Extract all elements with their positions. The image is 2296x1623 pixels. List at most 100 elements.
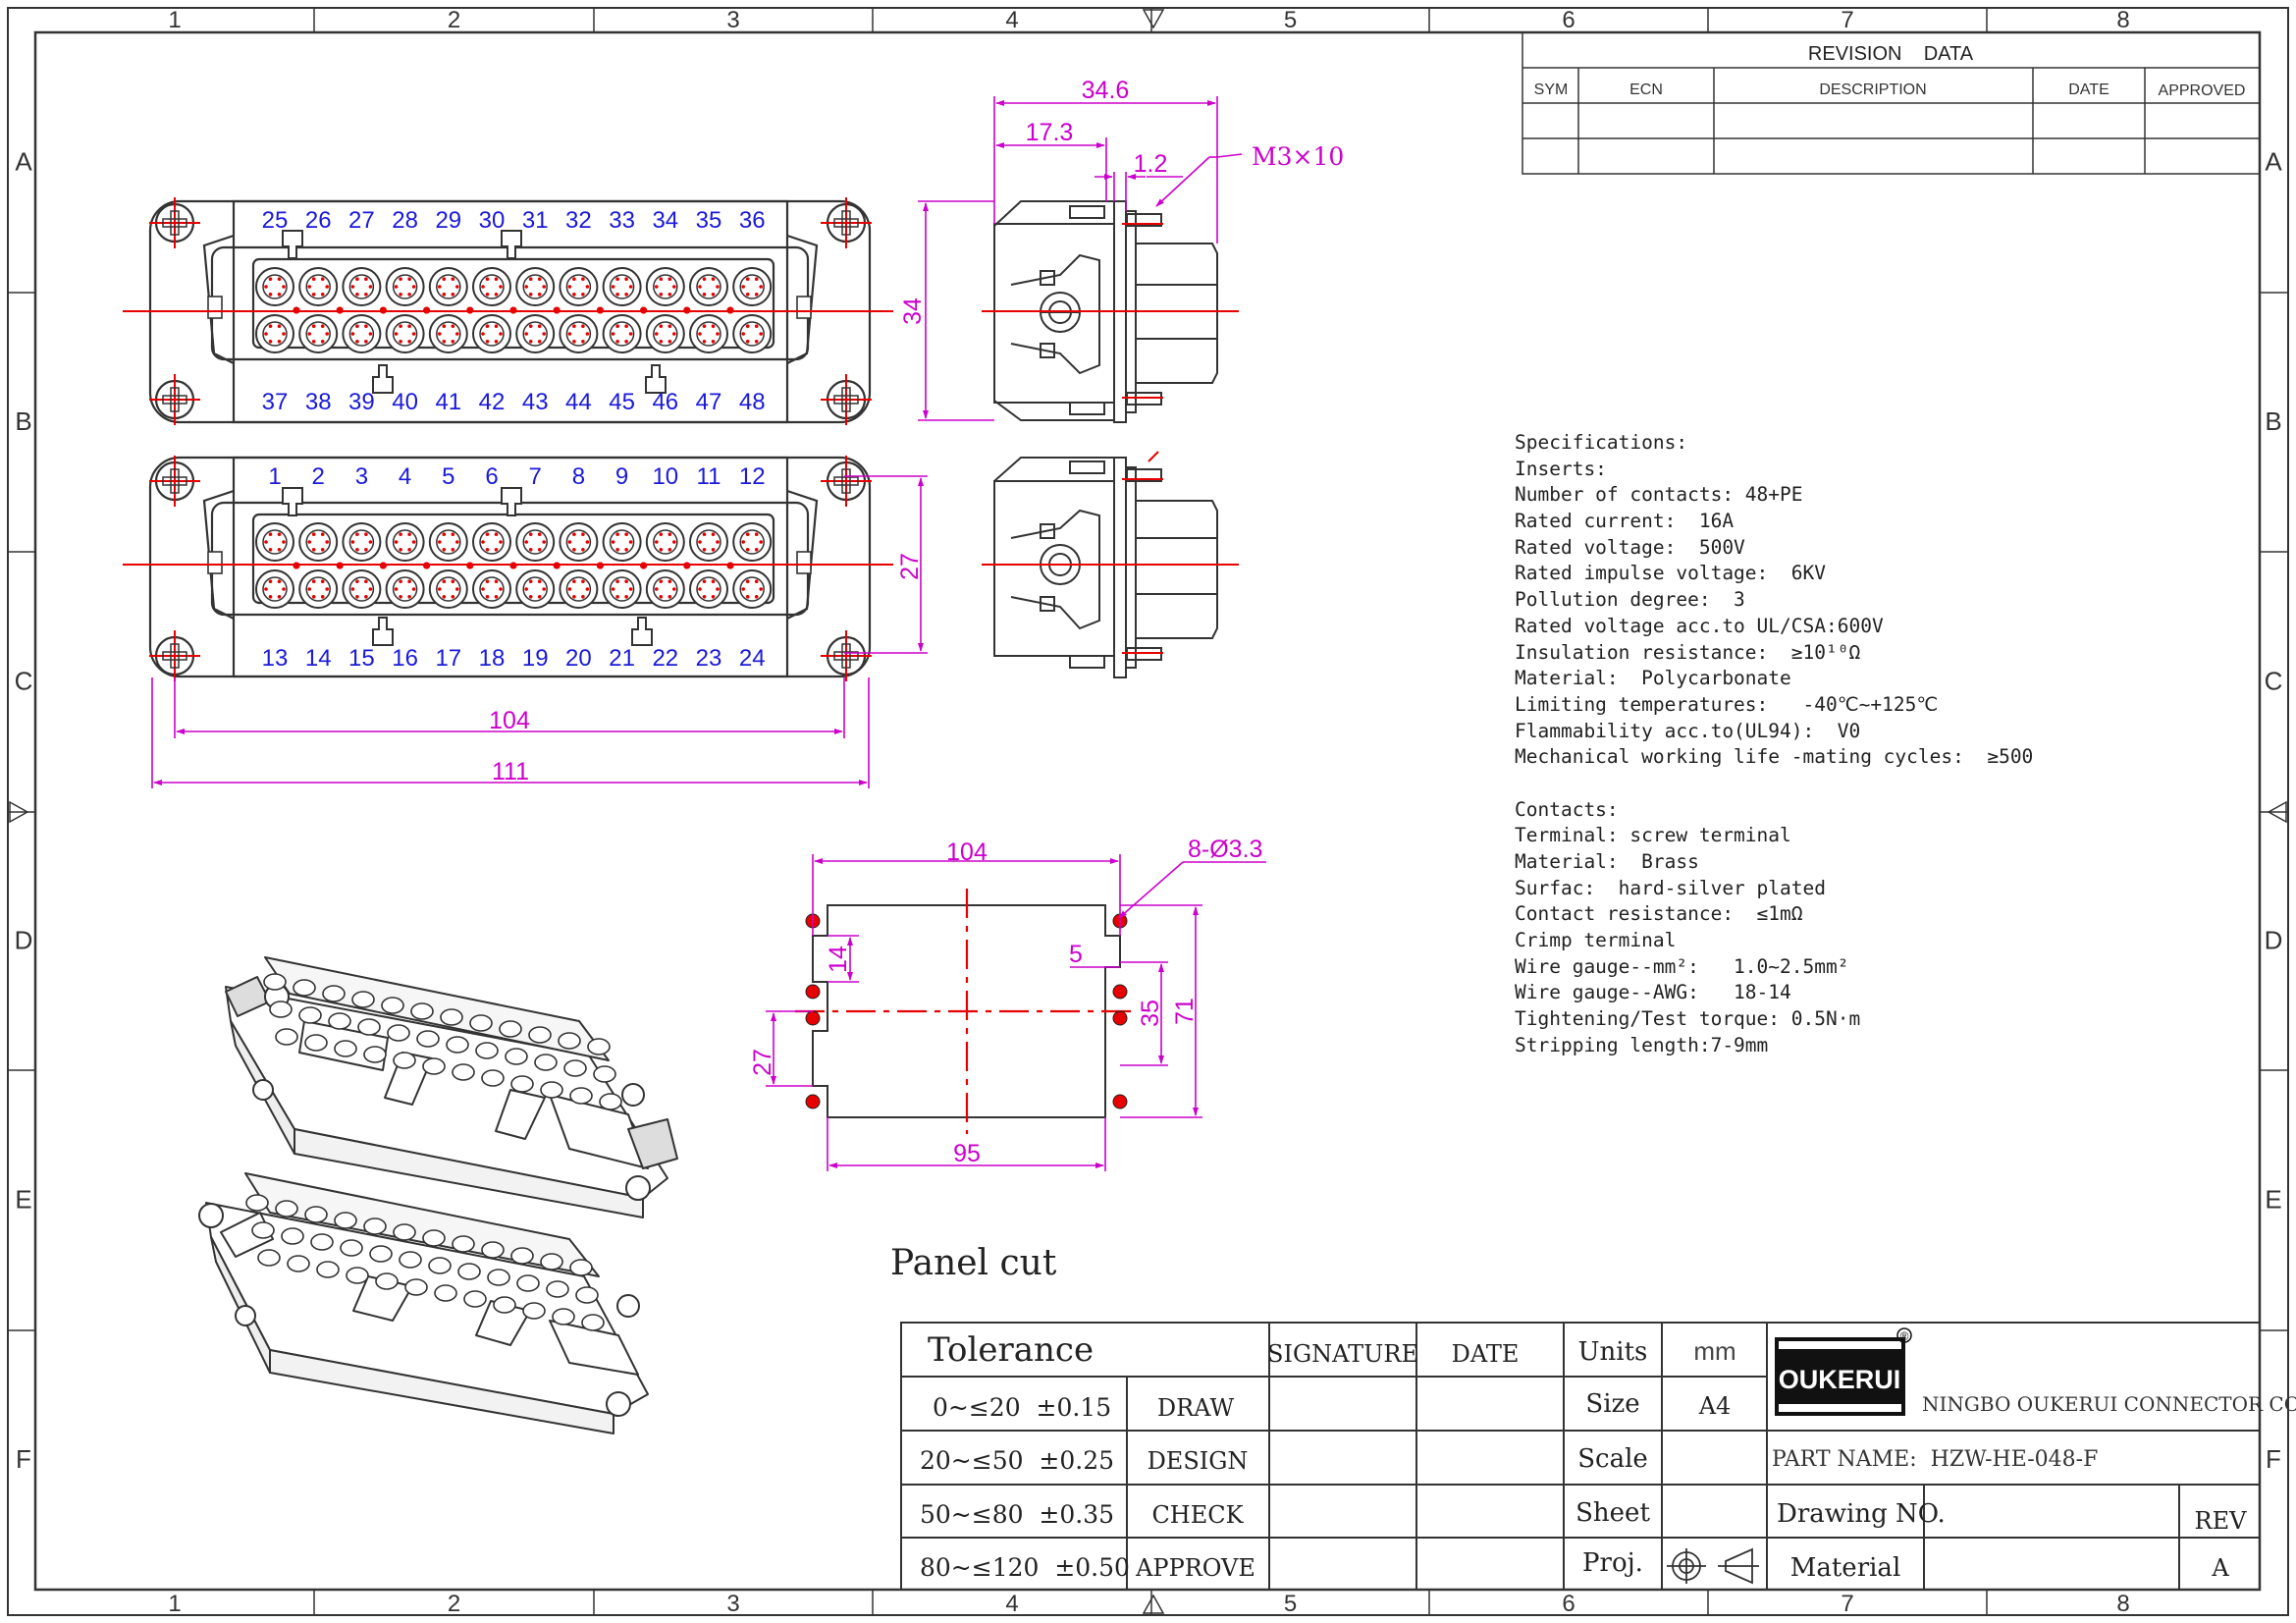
- dim-front-height: 27: [896, 553, 924, 580]
- upper-contact-dot: [325, 332, 330, 336]
- upper-contact-dot: [264, 332, 268, 336]
- dim-front-inner-width: 104: [489, 707, 530, 734]
- lower-contact-dot: [711, 579, 716, 584]
- lower-iso-contact: [575, 1286, 599, 1304]
- upper-contact-dot: [364, 339, 368, 344]
- upper-contact-dot: [499, 285, 503, 289]
- upper-contact-dot: [711, 292, 716, 297]
- lower-contact-dot: [528, 594, 533, 599]
- lower-contact-dot: [277, 579, 282, 584]
- upper-contact-dot: [542, 332, 546, 336]
- lower-iso-contact: [375, 1272, 399, 1290]
- lower-contact-dot: [581, 594, 585, 599]
- upper-top-pin-label: 26: [305, 207, 332, 234]
- lower-iso-contact: [516, 1274, 540, 1292]
- upper-screw-slot: [833, 395, 859, 405]
- lower-contact-dot: [754, 579, 759, 584]
- upper-contact-hole: [428, 267, 468, 306]
- lower-contact-hole: [428, 522, 468, 562]
- rev-header-ecn: ECN: [1629, 81, 1663, 98]
- lower-pe-right: [796, 551, 812, 574]
- lower-contact-dot: [754, 532, 759, 537]
- lower-screw-slot: [841, 643, 851, 669]
- upper-contact-dot: [537, 324, 542, 329]
- lower-contact-hole: [385, 522, 425, 562]
- lower-contact-dot: [485, 532, 490, 537]
- lower-contact-dot: [364, 579, 368, 584]
- lower-contact-bore: [348, 529, 375, 555]
- upper-iso-contact: [469, 1014, 493, 1032]
- lower-contact-dot: [399, 579, 402, 584]
- frame-row-label-left: C: [15, 667, 33, 696]
- lower-iso-contact: [245, 1194, 269, 1212]
- panel-hole-icon: [805, 1010, 821, 1026]
- upper-contact-hole: [515, 314, 556, 353]
- lower-key: [501, 487, 522, 516]
- upper-contact-dot: [745, 339, 750, 344]
- lower-iso-contact: [340, 1239, 363, 1257]
- tolerance-label: Tolerance: [928, 1330, 1094, 1370]
- upper-contact-dot: [624, 324, 628, 329]
- lower-contact-dot: [667, 547, 672, 552]
- lower-contact-hole: [559, 522, 599, 562]
- lower-contact-dot: [611, 587, 615, 591]
- lower-contact-dot: [524, 587, 528, 591]
- upper-contact-hole: [689, 314, 728, 353]
- lower-contact-dot: [581, 532, 585, 537]
- upper-contact-dot: [624, 292, 628, 297]
- lower-contact-dot: [615, 547, 619, 552]
- screw-callout: M3×10: [1252, 142, 1344, 171]
- upper-contact-dot: [355, 339, 359, 344]
- lower-iso-contact: [422, 1229, 446, 1247]
- lower-contact-hole: [342, 522, 382, 562]
- upper-contact-dot: [659, 277, 664, 282]
- lower-contact-dot: [268, 547, 273, 552]
- lower-contact-dot: [442, 594, 447, 599]
- upper-top-pin-label: 33: [609, 207, 635, 234]
- upper-contact-hole: [255, 314, 294, 353]
- lower-iso-contact: [452, 1235, 475, 1253]
- frame-column-label-top: 1: [168, 7, 181, 33]
- lower-iso-contact: [251, 1221, 275, 1239]
- upper-iso-contact: [363, 1046, 387, 1063]
- upper-iso-contact: [510, 1075, 534, 1093]
- spec-line: Limiting temperatures: -40℃~+125℃: [1515, 692, 1939, 716]
- frame-row-label-left: E: [15, 1185, 31, 1215]
- lower-contact-dot: [624, 594, 628, 599]
- upper-screw-slot: [162, 218, 187, 228]
- lower-iso-contact: [369, 1245, 393, 1263]
- upper-top-pin-label: 31: [522, 207, 549, 234]
- lower-bottom-pin-label: 21: [609, 645, 635, 672]
- spec-line: Inserts:: [1515, 457, 1607, 480]
- title-block-text: Tolerance 0~≤20 ±0.15 20~≤50 ±0.25 50~≤8…: [920, 1330, 2296, 1583]
- upper-contact-dot: [494, 292, 499, 297]
- lower-contact-dot: [485, 579, 490, 584]
- upper-iso-contact: [410, 1002, 434, 1020]
- upper-screw-slot: [841, 210, 851, 236]
- lower-contact-dot: [524, 540, 528, 544]
- upper-iso-contact: [322, 985, 346, 1002]
- upper-contact-dot: [499, 332, 503, 336]
- upper-contact-dot: [572, 277, 576, 282]
- upper-contact-dot: [655, 332, 659, 336]
- lower-contact-dot: [659, 594, 664, 599]
- upper-iso-contact: [587, 1038, 611, 1055]
- upper-top-pin-label: 25: [262, 207, 289, 234]
- upper-key: [501, 230, 522, 259]
- lower-contact-dot: [572, 532, 576, 537]
- upper-contact-dot: [615, 292, 619, 297]
- lower-contact-bore: [348, 576, 375, 602]
- upper-bottom-pin-label: 46: [652, 389, 678, 415]
- lower-contact-bore: [609, 529, 635, 555]
- upper-contact-dot: [754, 339, 759, 344]
- upper-iso-contact: [387, 1024, 410, 1042]
- role-design: DESIGN: [1148, 1447, 1249, 1475]
- upper-contact-dot: [364, 277, 368, 282]
- lower-contact-hole: [385, 569, 425, 609]
- lower-contact-hole: [645, 522, 685, 562]
- lower-iso-contact: [287, 1255, 310, 1272]
- upper-contact-dot: [481, 285, 485, 289]
- lower-contact-dot: [485, 547, 490, 552]
- lower-contact-dot: [702, 579, 707, 584]
